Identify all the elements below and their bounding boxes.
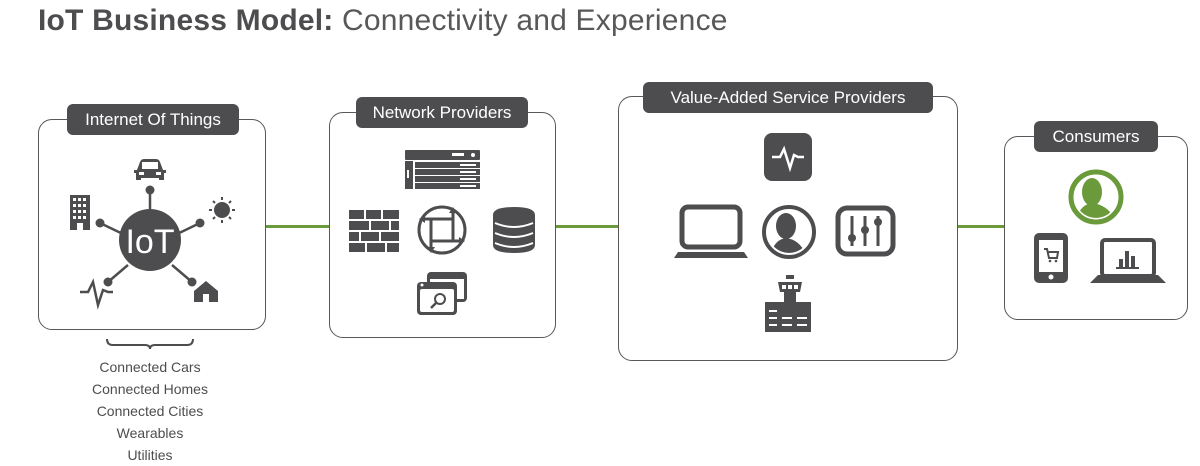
laptop-icon	[674, 204, 748, 258]
stage-label-consumers: Consumers	[1034, 121, 1158, 152]
firewall-icon	[349, 210, 399, 252]
iot-hub-label: IoT	[125, 223, 174, 261]
title-light: Connectivity and Experience	[333, 4, 728, 37]
building-icon	[70, 195, 90, 230]
database-icon	[493, 207, 535, 253]
control-tower-icon	[765, 275, 811, 332]
car-icon	[134, 159, 166, 180]
title-bold: IoT Business Model:	[38, 4, 334, 37]
laptop-chart-icon	[1090, 238, 1166, 283]
connector-iot-network	[266, 225, 330, 228]
iot-category: Utilities	[127, 447, 173, 463]
stage-label-iot: Internet Of Things	[67, 104, 239, 135]
router-icon	[417, 205, 467, 255]
home-icon	[194, 281, 218, 302]
iot-hub-diagram: IoT	[70, 159, 235, 310]
iot-category: Connected Cities	[96, 403, 204, 419]
heartbeat-icon	[80, 278, 113, 310]
brace-icon	[106, 338, 194, 350]
stage-label-vas: Value-Added Service Providers	[643, 82, 933, 113]
window-search-icon	[417, 272, 467, 315]
iot-category-list: Connected Cars Connected Homes Connected…	[60, 356, 240, 466]
settings-sliders-icon	[835, 205, 896, 257]
iot-category: Wearables	[116, 425, 184, 441]
stage-consumers	[1004, 136, 1188, 320]
iot-category: Connected Cars	[99, 359, 201, 375]
network-icons	[349, 150, 535, 315]
connector-vas-consumers	[958, 225, 1004, 228]
iot-category: Connected Homes	[92, 381, 208, 397]
iot-hub-icon	[119, 209, 181, 271]
mobile-cart-icon	[1034, 233, 1068, 283]
sun-icon	[209, 197, 235, 223]
vas-icons	[674, 133, 896, 332]
server-rack-icon	[405, 150, 480, 189]
activity-monitor-icon	[764, 133, 812, 181]
user-icon	[762, 205, 816, 259]
connector-network-vas	[556, 225, 618, 228]
consumer-icons	[1034, 169, 1166, 283]
user-green-icon	[1068, 169, 1124, 225]
stage-label-network: Network Providers	[356, 97, 528, 128]
page-title: IoT Business Model: Connectivity and Exp…	[38, 4, 728, 38]
